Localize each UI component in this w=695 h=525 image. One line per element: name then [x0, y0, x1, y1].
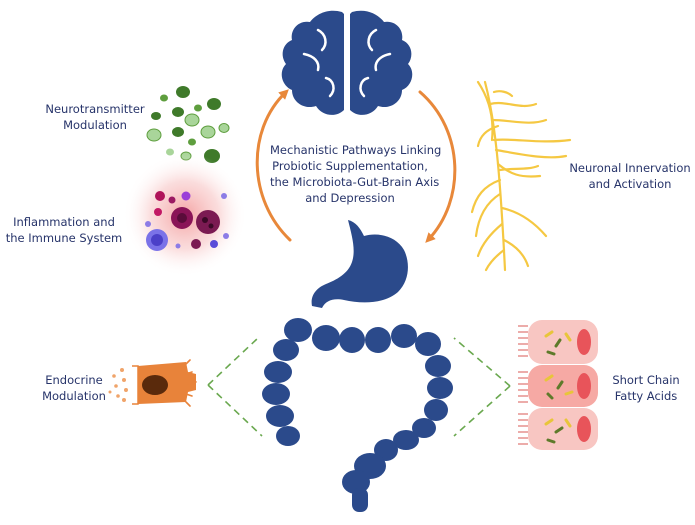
title-line-4: and Depression: [305, 191, 395, 205]
brain-icon: [281, 10, 413, 115]
endocrine-cell-icon: [108, 359, 197, 407]
dashed-connector: [207, 337, 511, 437]
title-line-1: Mechanistic Pathways Linking: [270, 143, 442, 157]
label-neuronal: Neuronal Innervation and Activation: [569, 161, 691, 191]
epithelium-icon: [518, 320, 598, 450]
label-endocrine: Endocrine Modulation: [42, 373, 106, 403]
cycle-arrow-icon: [255, 89, 457, 243]
stomach-icon: [311, 220, 408, 308]
immune-cells-icon: [123, 153, 247, 277]
title-line-2: Probiotic Supplementation,: [272, 159, 428, 173]
label-scfa: Short Chain Fatty Acids: [612, 373, 680, 403]
nerve-icon: [470, 80, 572, 272]
colon-icon: [262, 318, 453, 512]
label-immune: Inflammation and the Immune System: [5, 215, 123, 245]
diagram-title: Mechanistic Pathways Linking Probiotic S…: [270, 142, 442, 206]
vesicles-icon: [146, 86, 230, 163]
label-neurotransmitter: Neurotransmitter Modulation: [45, 102, 145, 132]
title-line-3: the Microbiota-Gut-Brain Axis: [270, 175, 440, 189]
